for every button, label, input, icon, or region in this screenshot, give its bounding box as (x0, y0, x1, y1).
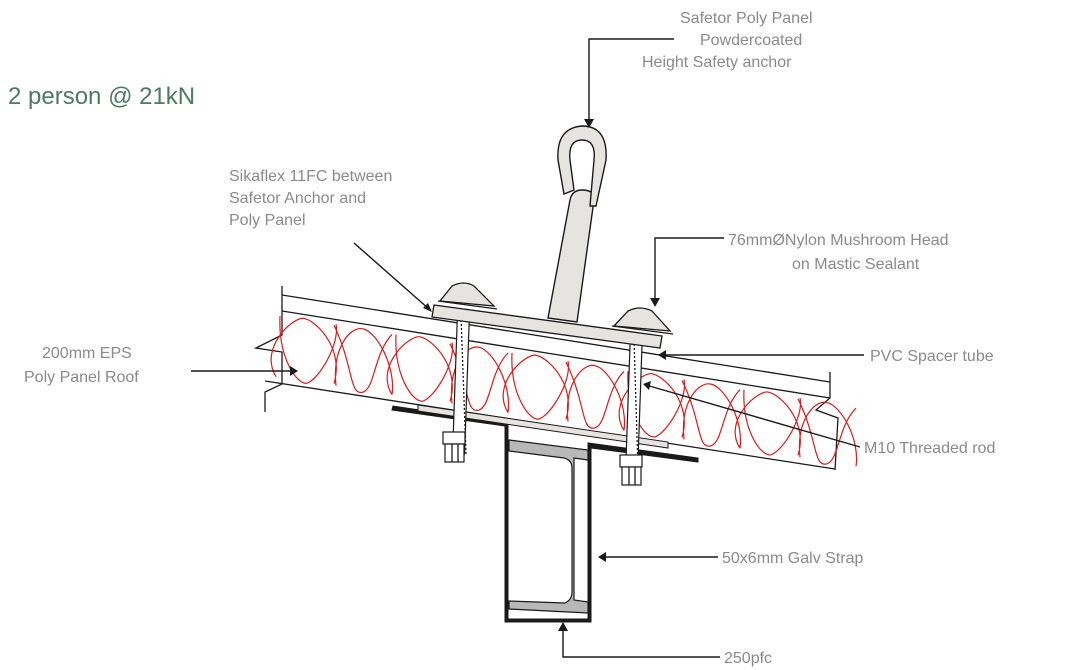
leader-anchor (588, 38, 674, 124)
leader-mushroom (654, 237, 724, 303)
anchor-base-plate (431, 304, 663, 349)
label-galv-strap: 50x6mm Galv Strap (722, 550, 863, 567)
label-pfc: 250pfc (724, 650, 772, 667)
arrow-mushroom-icon (650, 298, 660, 307)
backing-plate (417, 404, 669, 449)
arrow-strap-icon (598, 552, 606, 562)
arrow-sikaflex-icon (423, 303, 432, 312)
arrow-anchor-icon (584, 119, 594, 128)
label-mushroom-head: 76mmØNylon Mushroom Head on Mastic Seala… (728, 232, 953, 273)
insulation-loops (270, 316, 858, 467)
leader-rod (645, 384, 861, 448)
label-anchor: Safetor Poly Panel Powdercoated Height S… (642, 10, 817, 71)
height-safety-anchor (547, 125, 607, 323)
drawing-title: 2 person @ 21kN (8, 83, 195, 110)
arrow-spacer-icon (658, 350, 666, 360)
label-pvc-spacer: PVC Spacer tube (870, 348, 994, 365)
arrow-rod-icon (643, 381, 651, 390)
m10-threaded-rod-right (619, 337, 643, 486)
leader-pfc (562, 626, 720, 658)
leader-sikaflex (353, 242, 430, 310)
nylon-mushroom-head-right (611, 307, 674, 335)
label-eps-panel: 200mm EPS Poly Panel Roof (24, 345, 139, 386)
m10-threaded-rod-left (442, 313, 471, 463)
anchor-post (547, 189, 595, 323)
galv-strap (391, 405, 699, 623)
label-sikaflex: Sikaflex 11FC between Safetor Anchor and… (229, 168, 397, 229)
eps-insulation-pattern (270, 316, 858, 467)
pfc-channel (508, 439, 589, 614)
label-threaded-rod: M10 Threaded rod (864, 440, 995, 457)
anchor-eye (557, 125, 607, 207)
arrow-eps-icon (290, 366, 298, 376)
arrow-pfc-icon (558, 622, 568, 631)
nylon-mushroom-head-left (437, 282, 498, 310)
steel-250pfc-purlin (391, 404, 699, 623)
